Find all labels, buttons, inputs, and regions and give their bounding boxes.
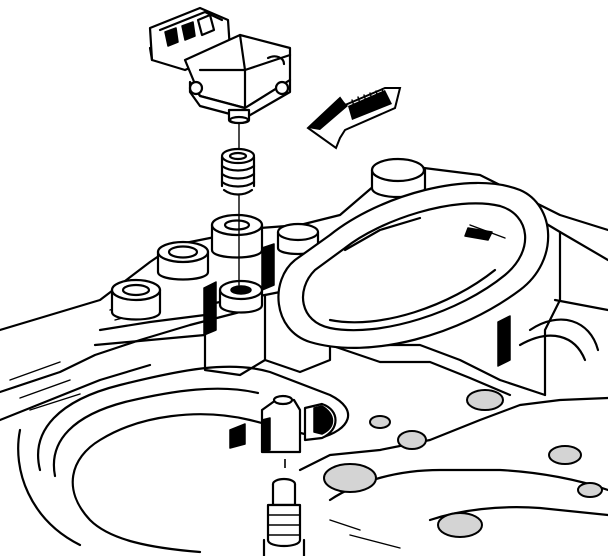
- port-circle: [466, 389, 504, 411]
- sensor-port: [218, 279, 264, 314]
- fitting: [260, 394, 337, 556]
- port-circle: [548, 445, 582, 465]
- oval-ring: [277, 181, 550, 349]
- port-circle: [323, 463, 377, 493]
- port-circle: [437, 512, 483, 538]
- port-circle: [397, 430, 427, 450]
- direction-arrow-icon: [306, 87, 402, 150]
- seal: [220, 147, 256, 196]
- port-circle: [369, 415, 391, 429]
- small-cylinder: [276, 222, 320, 256]
- sensor: [148, 6, 292, 125]
- port-circle: [577, 482, 603, 498]
- boss-left: [110, 278, 162, 321]
- boss-center: [210, 213, 264, 259]
- boss-upper-left: [156, 240, 210, 281]
- plenum-cylinder: [370, 157, 427, 198]
- intake-manifold: [0, 157, 608, 554]
